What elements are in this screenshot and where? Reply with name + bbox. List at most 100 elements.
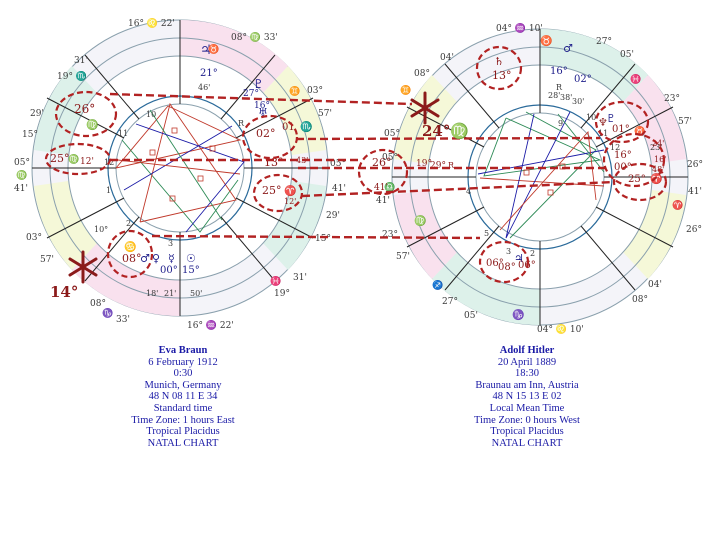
cusp-label: 15°: [22, 130, 38, 140]
planet-degree: 10°: [94, 225, 108, 234]
highlight-value: 29°: [430, 161, 446, 171]
left-highlight-circles: [44, 90, 304, 279]
cusp-label: ♓: [630, 73, 641, 85]
left-sign-segment: [180, 19, 288, 94]
right-aspect-glyphs: [523, 163, 566, 196]
highlight-value: 08°: [122, 252, 142, 265]
left-birth-place: Munich, Germany: [144, 379, 222, 391]
house-number: 9: [558, 119, 563, 128]
highlight-circle: [241, 114, 299, 160]
cusp-label: 05°: [14, 158, 30, 168]
highlight-circle: [475, 45, 523, 91]
right-sign-segment: [394, 190, 458, 279]
highlight-value: ♈: [284, 184, 296, 197]
highlight-circle: [54, 90, 118, 138]
cusp-label: 41': [332, 184, 346, 194]
house-number: 3: [506, 247, 511, 256]
highlight-value: ♆: [598, 116, 608, 129]
planet-glyph: ☉: [186, 252, 196, 265]
highlight-value: ♋: [124, 240, 136, 253]
sign-glyph: ♉: [540, 34, 552, 47]
left-sign-segment: [34, 66, 98, 155]
cusp-label: 19° ♏: [57, 70, 87, 82]
planet-glyph: ♃: [200, 43, 212, 58]
highlight-value: 12': [80, 157, 94, 167]
house-number: 10: [586, 113, 596, 122]
planet-glyph: ☿: [168, 252, 175, 265]
right-sign-segment: [432, 251, 540, 326]
planet-degree: 16°: [550, 66, 568, 77]
cusp-label: 05°: [384, 129, 400, 139]
cusp-label: 57': [40, 255, 54, 265]
house-number: 11: [598, 129, 608, 138]
cusp-label: ♈: [672, 199, 683, 211]
right-star-marker: [410, 91, 440, 125]
right-birth-time: 18:30: [515, 368, 539, 380]
planet-degree: 02°: [574, 74, 592, 85]
cusp-label: 03°: [26, 233, 42, 243]
highlight-circle: [594, 100, 650, 144]
highlight-value: 06°: [486, 258, 504, 269]
highlight-value: 08°: [498, 262, 516, 273]
house-number: 3: [168, 239, 173, 248]
cusp-label: 57': [318, 109, 332, 119]
cusp-label: ♎: [384, 181, 395, 193]
cusp-label: 26°: [687, 160, 703, 170]
planet-minute: 18': [146, 289, 158, 298]
left-star-degree: 14°: [50, 283, 78, 301]
left-sign-segment: [262, 66, 326, 155]
house-number: 5: [484, 229, 489, 238]
right-birth-place: Braunau am Inn, Austria: [475, 379, 579, 391]
connector-line: [151, 234, 481, 240]
highlight-value: ♉: [634, 125, 645, 137]
cusp-label: 04': [648, 280, 662, 290]
highlight-value: 25°: [50, 152, 70, 165]
right-house-cusps: [392, 29, 688, 325]
cusp-label: 31': [74, 56, 88, 66]
left-chart-type: NATAL CHART: [147, 437, 219, 449]
planet-glyph: ♂: [140, 252, 150, 265]
highlight-value: 25°: [628, 174, 646, 185]
house-number: 11: [118, 129, 128, 138]
right-coordinates: 48 N 15 13 E 02: [492, 391, 562, 403]
left-sign-segment: [34, 181, 98, 270]
highlight-value: 16°: [614, 150, 632, 161]
highlight-circle: [357, 148, 409, 196]
left-sign-segment: [262, 181, 326, 270]
highlight-value: ♍: [68, 153, 79, 165]
left-natal-wheel: [31, 19, 329, 317]
cusp-label: 41': [376, 196, 390, 206]
cusp-label: 19°: [274, 289, 290, 299]
planet-degree: 21°: [200, 68, 218, 79]
highlight-value: 41': [374, 183, 388, 193]
highlight-value: ♍: [86, 118, 98, 131]
retrograde-mark: R: [556, 83, 563, 92]
highlight-circle: [106, 229, 154, 279]
cusp-label: 04° ♒ 10': [496, 22, 543, 34]
planet-glyph: ♀: [152, 252, 160, 265]
left-time-zone: Time Zone: 1 hours East: [131, 414, 235, 426]
cusp-label: 08° ♍ 33': [231, 31, 278, 43]
highlight-value: R: [448, 161, 455, 170]
left-wheel-labels: 16° ♌ 22' 08° ♍ 33' 19° ♏ 31' 29' 15° 05…: [14, 17, 346, 331]
cusp-label: 08°: [632, 295, 648, 305]
connector-lines: [109, 92, 615, 240]
left-birth-date: 6 February 1912: [148, 356, 218, 368]
connector-line: [301, 180, 615, 198]
cusp-label: 23°: [382, 230, 398, 240]
house-number: 10: [146, 110, 156, 119]
house-number: 2: [126, 219, 131, 228]
cusp-label: 15°: [315, 234, 331, 244]
planet-minute: 30': [572, 97, 584, 106]
planet-glyph: ♂: [563, 42, 573, 55]
cusp-label: 05°: [382, 153, 398, 163]
cusp-label: 31': [293, 273, 307, 283]
planet-glyph: ♅: [258, 106, 268, 119]
planet-degree: 00°: [160, 265, 178, 276]
right-sign-segment: [622, 190, 686, 279]
left-coordinates: 48 N 08 11 E 34: [148, 391, 218, 403]
cusp-label: ♐: [432, 279, 443, 291]
left-house-cusps: [32, 20, 328, 316]
planet-glyph: ♃: [514, 252, 524, 265]
